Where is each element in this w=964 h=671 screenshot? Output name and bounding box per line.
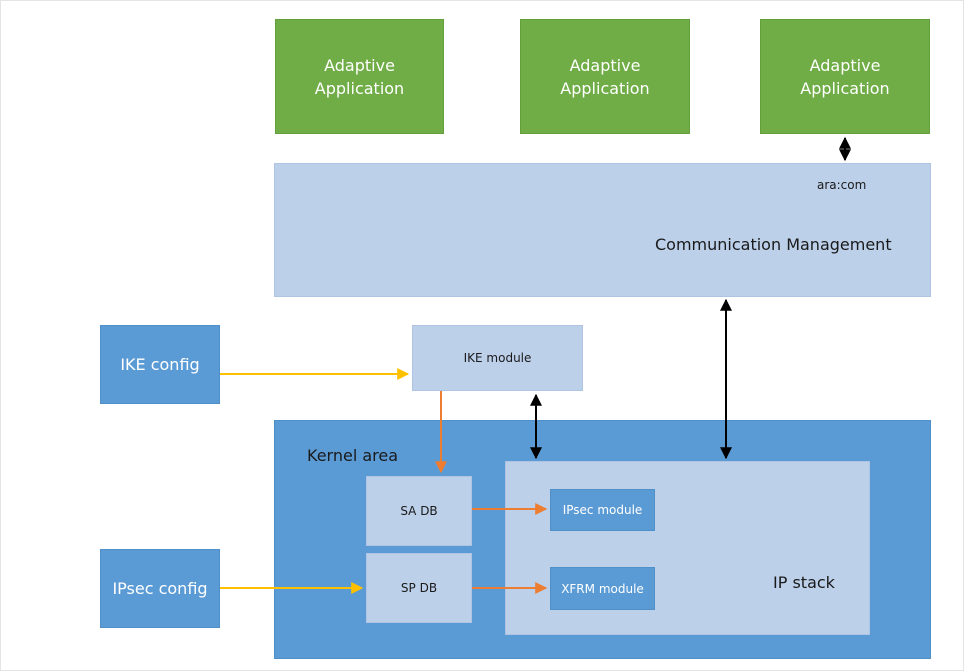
communication-management: [274, 163, 931, 297]
ara-com-label: ara:com: [817, 178, 867, 192]
app-1-line1: Adaptive: [324, 55, 395, 75]
ipsec-module-label: IPsec module: [562, 503, 643, 517]
app-2-line1: Adaptive: [569, 55, 641, 75]
adaptive-application-2: Adaptive Application: [520, 19, 690, 134]
sa-db-label: SA DB: [400, 504, 438, 518]
sp-db-label: SP DB: [400, 581, 438, 595]
sa-db: SA DB: [366, 476, 472, 546]
ike-config: IKE config: [100, 325, 220, 404]
communication-management-label: Communication Management: [655, 235, 892, 254]
xfrm-module-label: XFRM module: [561, 581, 644, 596]
ipsec-module: IPsec module: [550, 489, 655, 531]
ike-module: IKE module: [412, 325, 583, 391]
adaptive-application-1: Adaptive Application: [275, 19, 444, 134]
xfrm-module: XFRM module: [550, 567, 655, 610]
ip-stack-label: IP stack: [773, 573, 835, 592]
sp-db: SP DB: [366, 553, 472, 623]
adaptive-application-3: Adaptive Application: [760, 19, 930, 134]
ipsec-config: IPsec config: [100, 549, 220, 628]
app-3-line1: Adaptive: [809, 55, 881, 75]
ike-module-label: IKE module: [463, 351, 532, 365]
ike-config-label: IKE config: [120, 355, 200, 374]
ipsec-config-label: IPsec config: [112, 579, 208, 598]
app-3-line2: Application: [800, 78, 890, 98]
app-1-line2: Application: [314, 78, 405, 98]
kernel-area-label: Kernel area: [307, 446, 399, 465]
app-2-line2: Application: [560, 78, 650, 98]
